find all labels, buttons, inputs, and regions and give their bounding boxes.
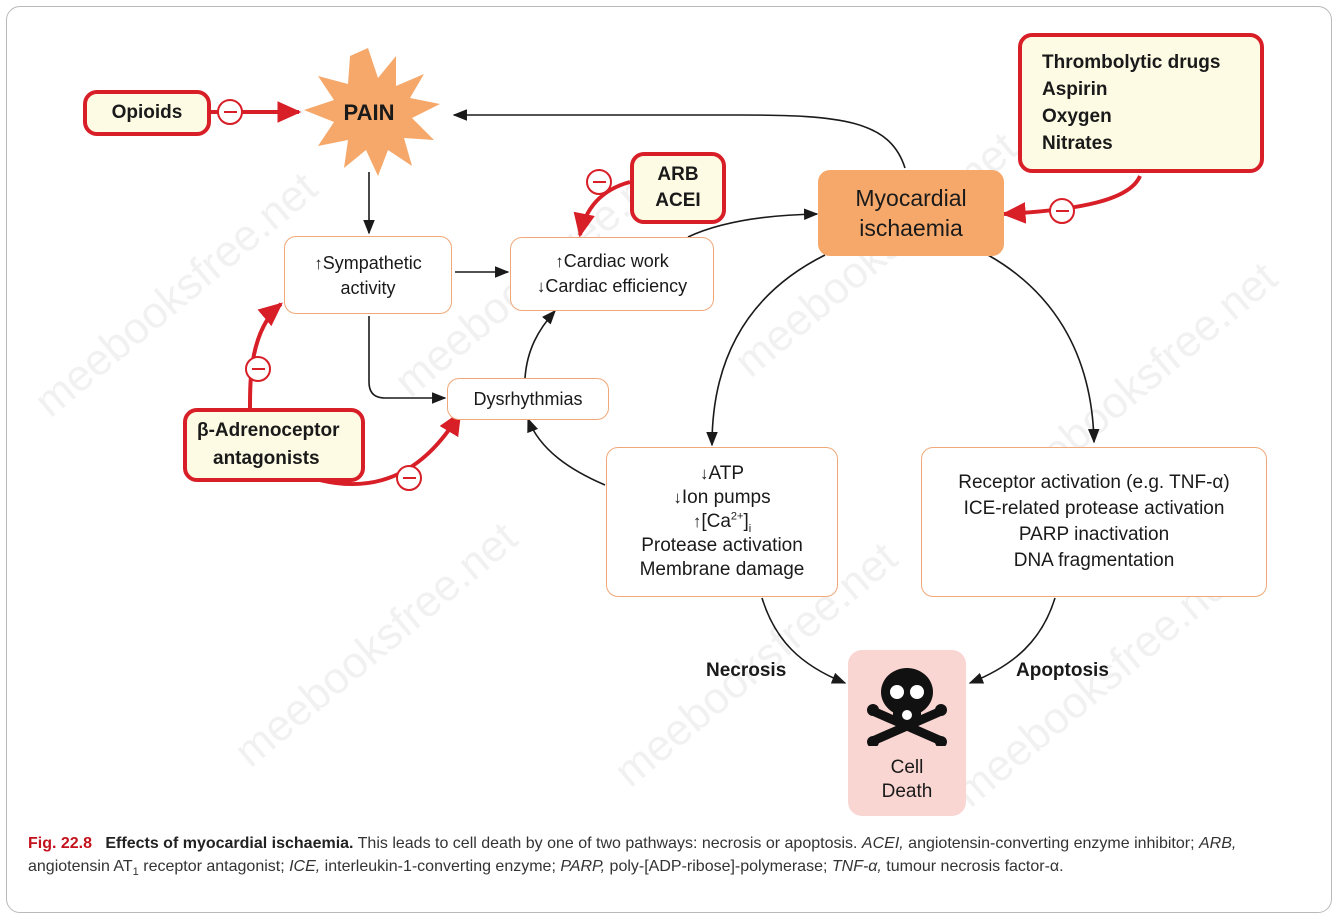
figure-frame (6, 6, 1332, 913)
sympathetic-line1: Sympathetic (322, 252, 422, 273)
inhibit-arb-to-cardiac (573, 180, 631, 238)
arb-acei-box: ARB ACEI (630, 152, 726, 224)
opioids-label: Opioids (111, 102, 183, 123)
arrow-ischaemia-to-pain (452, 109, 906, 169)
necrosis-label: Necrosis (706, 660, 787, 681)
cell-death-box: Cell Death (848, 650, 966, 816)
caption-text: poly-[ADP-ribose]-polymerase; (605, 858, 832, 875)
down-arrow-icon: ↓ (673, 488, 682, 507)
caption-abbr: ACEI, (861, 835, 904, 852)
apoptotic-line2: ICE-related protease activation (963, 498, 1225, 519)
apoptosis-label: Apoptosis (1016, 660, 1109, 681)
cardiac-line1: Cardiac work (563, 251, 669, 271)
caption-abbr: ARB, (1199, 835, 1237, 852)
beta-line1: β-Adrenoceptor (197, 420, 340, 441)
inhibit-thrombolytic-to-ischaemia (1001, 175, 1142, 224)
apoptotic-line3: PARP inactivation (1018, 524, 1170, 545)
acei-label: ACEI (655, 190, 701, 211)
sympathetic-line2: activity (340, 277, 396, 298)
caption-abbr: PARP, (560, 858, 606, 875)
apoptotic-line4: DNA fragmentation (1013, 550, 1175, 571)
cell-label: Cell (890, 757, 924, 778)
caption-text: This leads to cell death by one of two p… (353, 835, 862, 852)
inhibit-minus-icon (217, 99, 243, 125)
dysrhythmias-box: Dysrhythmias (447, 378, 609, 420)
arrow-necrosis-to-death (761, 597, 847, 684)
inhibit-minus-icon (245, 356, 271, 382)
arrow-biochem-to-dysrhythmias (527, 417, 606, 486)
caption-text: interleukin-1-converting enzyme; (320, 858, 561, 875)
caption-text: receptor antagonist; (138, 858, 290, 875)
down-arrow-icon: ↓ (699, 464, 709, 483)
arrow-cardiac-to-ischaemia (687, 208, 819, 238)
sympathetic-activity-box: ↑Sympathetic activity (284, 236, 452, 314)
protease-label: Protease activation (641, 535, 803, 556)
calcium-label: ↑[Ca2+]i (693, 510, 751, 534)
pain-starburst (304, 48, 440, 176)
caption-abbr: TNF-α, (831, 858, 882, 875)
arrow-ischaemia-to-biochem (706, 254, 826, 447)
oxygen-label: Oxygen (1042, 106, 1112, 127)
down-arrow-icon: ↓ (536, 277, 546, 296)
up-arrow-icon: ↑ (555, 252, 564, 271)
inhibit-beta-to-sympathetic (248, 302, 283, 409)
biochemical-box: ↓ATP ↓Ion pumps ↑[Ca2+]i Protease activa… (606, 447, 838, 597)
atp-label: ATP (708, 463, 745, 484)
calcium-subscript: i (748, 522, 752, 535)
myocardial-line1: Myocardial (855, 185, 967, 211)
beta-blocker-box: β-Adrenoceptor antagonists (183, 408, 365, 482)
arrow-apoptosis-to-death (968, 597, 1056, 684)
apoptotic-box: Receptor activation (e.g. TNF-α) ICE-rel… (921, 447, 1267, 597)
up-arrow-icon: ↑ (314, 253, 323, 273)
calcium-suffix: ] (743, 511, 749, 532)
caption-text: angiotensin-converting enzyme inhibitor; (903, 835, 1199, 852)
myocardial-ischaemia-box: Myocardial ischaemia (818, 170, 1004, 256)
aspirin-label: Aspirin (1042, 79, 1108, 100)
arrow-dysrhythmias-to-cardiac (524, 309, 556, 379)
arrow-ischaemia-to-apoptotic (987, 254, 1100, 444)
cardiac-line2: Cardiac efficiency (545, 276, 688, 296)
figure-caption: Fig. 22.8 Effects of myocardial ischaemi… (28, 832, 1318, 878)
cardiac-work-box: ↑Cardiac work ↓Cardiac efficiency (510, 237, 714, 311)
inhibit-minus-icon (1049, 198, 1075, 224)
caption-text: tumour necrosis factor-α. (881, 858, 1064, 875)
opioids-box: Opioids (83, 90, 211, 136)
pain-label: PAIN (343, 100, 395, 125)
figure-title: Effects of myocardial ischaemia. (105, 835, 354, 852)
calcium-prefix: [Ca (701, 511, 731, 532)
thrombolytic-label: Thrombolytic drugs (1042, 52, 1221, 73)
beta-line2: antagonists (213, 448, 320, 469)
caption-subscript: 1 (132, 866, 139, 879)
membrane-label: Membrane damage (639, 559, 805, 580)
skull-crossbones-icon (867, 668, 947, 746)
apoptotic-line1: Receptor activation (e.g. TNF-α) (958, 472, 1230, 493)
death-label: Death (881, 781, 933, 802)
arrow-sympathetic-to-dysrhythmias (368, 316, 447, 404)
ion-pumps-label: Ion pumps (681, 487, 771, 508)
caption-abbr: ICE, (289, 858, 321, 875)
inhibit-minus-icon (586, 169, 612, 195)
thrombolytic-box: Thrombolytic drugs Aspirin Oxygen Nitrat… (1018, 33, 1264, 173)
arb-label: ARB (657, 164, 699, 185)
nitrates-label: Nitrates (1042, 133, 1113, 154)
dysrhythmias-label: Dysrhythmias (473, 389, 583, 409)
inhibit-minus-icon (396, 465, 422, 491)
myocardial-line2: ischaemia (859, 215, 963, 241)
up-arrow-icon: ↑ (692, 512, 702, 531)
figure-number: Fig. 22.8 (28, 835, 93, 852)
caption-text: angiotensin AT (28, 858, 133, 875)
calcium-charge: 2+ (730, 510, 744, 523)
inhibit-beta-to-dysrhythmias (319, 410, 462, 487)
